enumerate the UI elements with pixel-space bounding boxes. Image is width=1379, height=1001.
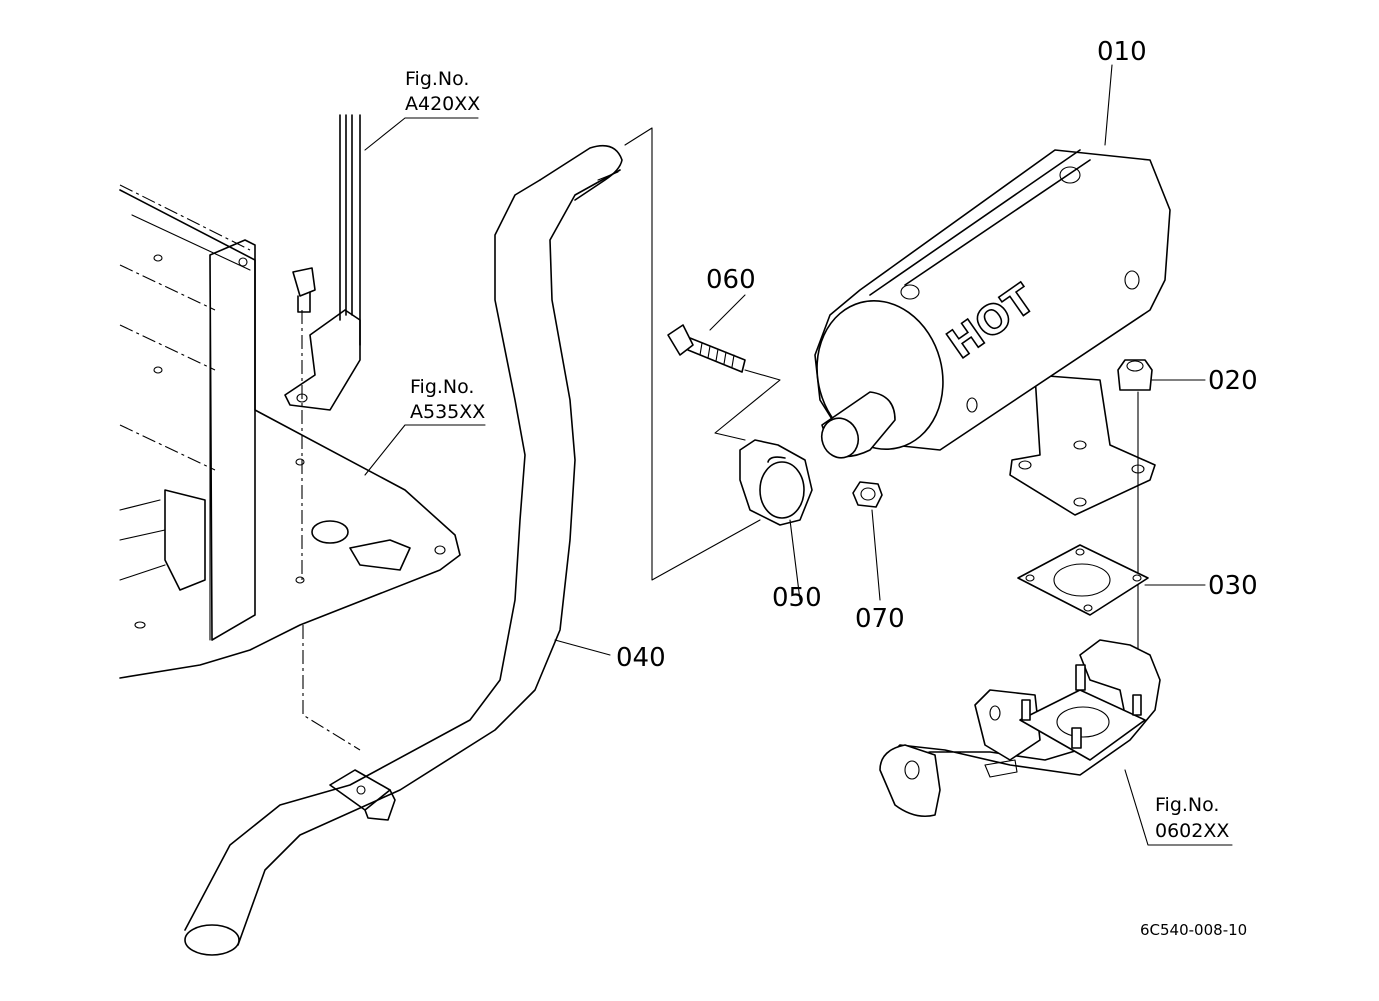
part-label-070: 070 bbox=[855, 604, 905, 634]
clamp-050 bbox=[739, 439, 813, 601]
chassis-frame bbox=[119, 184, 461, 679]
muffler-010 bbox=[814, 149, 1171, 516]
fig-ref-a420-line1: Fig.No. bbox=[405, 68, 469, 90]
fig-ref-a535-line2: A535XX bbox=[410, 401, 485, 423]
mounting-bracket bbox=[284, 114, 361, 751]
part-label-020: 020 bbox=[1208, 366, 1258, 396]
part-label-050: 050 bbox=[772, 583, 822, 613]
bolt-centerline bbox=[714, 369, 781, 441]
nut-020 bbox=[1117, 359, 1153, 661]
part-label-030: 030 bbox=[1208, 571, 1258, 601]
part-label-010: 010 bbox=[1097, 37, 1147, 67]
gasket-030 bbox=[1017, 544, 1149, 616]
drawing-code: 6C540-008-10 bbox=[1140, 921, 1247, 939]
part-label-040: 040 bbox=[616, 643, 666, 673]
nut-070 bbox=[852, 481, 883, 601]
exhaust-manifold bbox=[879, 639, 1161, 818]
fig-ref-a535-line1: Fig.No. bbox=[410, 376, 474, 398]
bolt-060 bbox=[667, 324, 746, 373]
assembly-outline bbox=[624, 127, 761, 581]
fig-ref-a420-line2: A420XX bbox=[405, 93, 480, 115]
fig-ref-0602-line2: 0602XX bbox=[1155, 820, 1229, 842]
leader-lines bbox=[364, 64, 1233, 846]
part-label-060: 060 bbox=[706, 265, 756, 295]
exhaust-pipe bbox=[184, 144, 623, 956]
fig-ref-0602-line1: Fig.No. bbox=[1155, 794, 1219, 816]
